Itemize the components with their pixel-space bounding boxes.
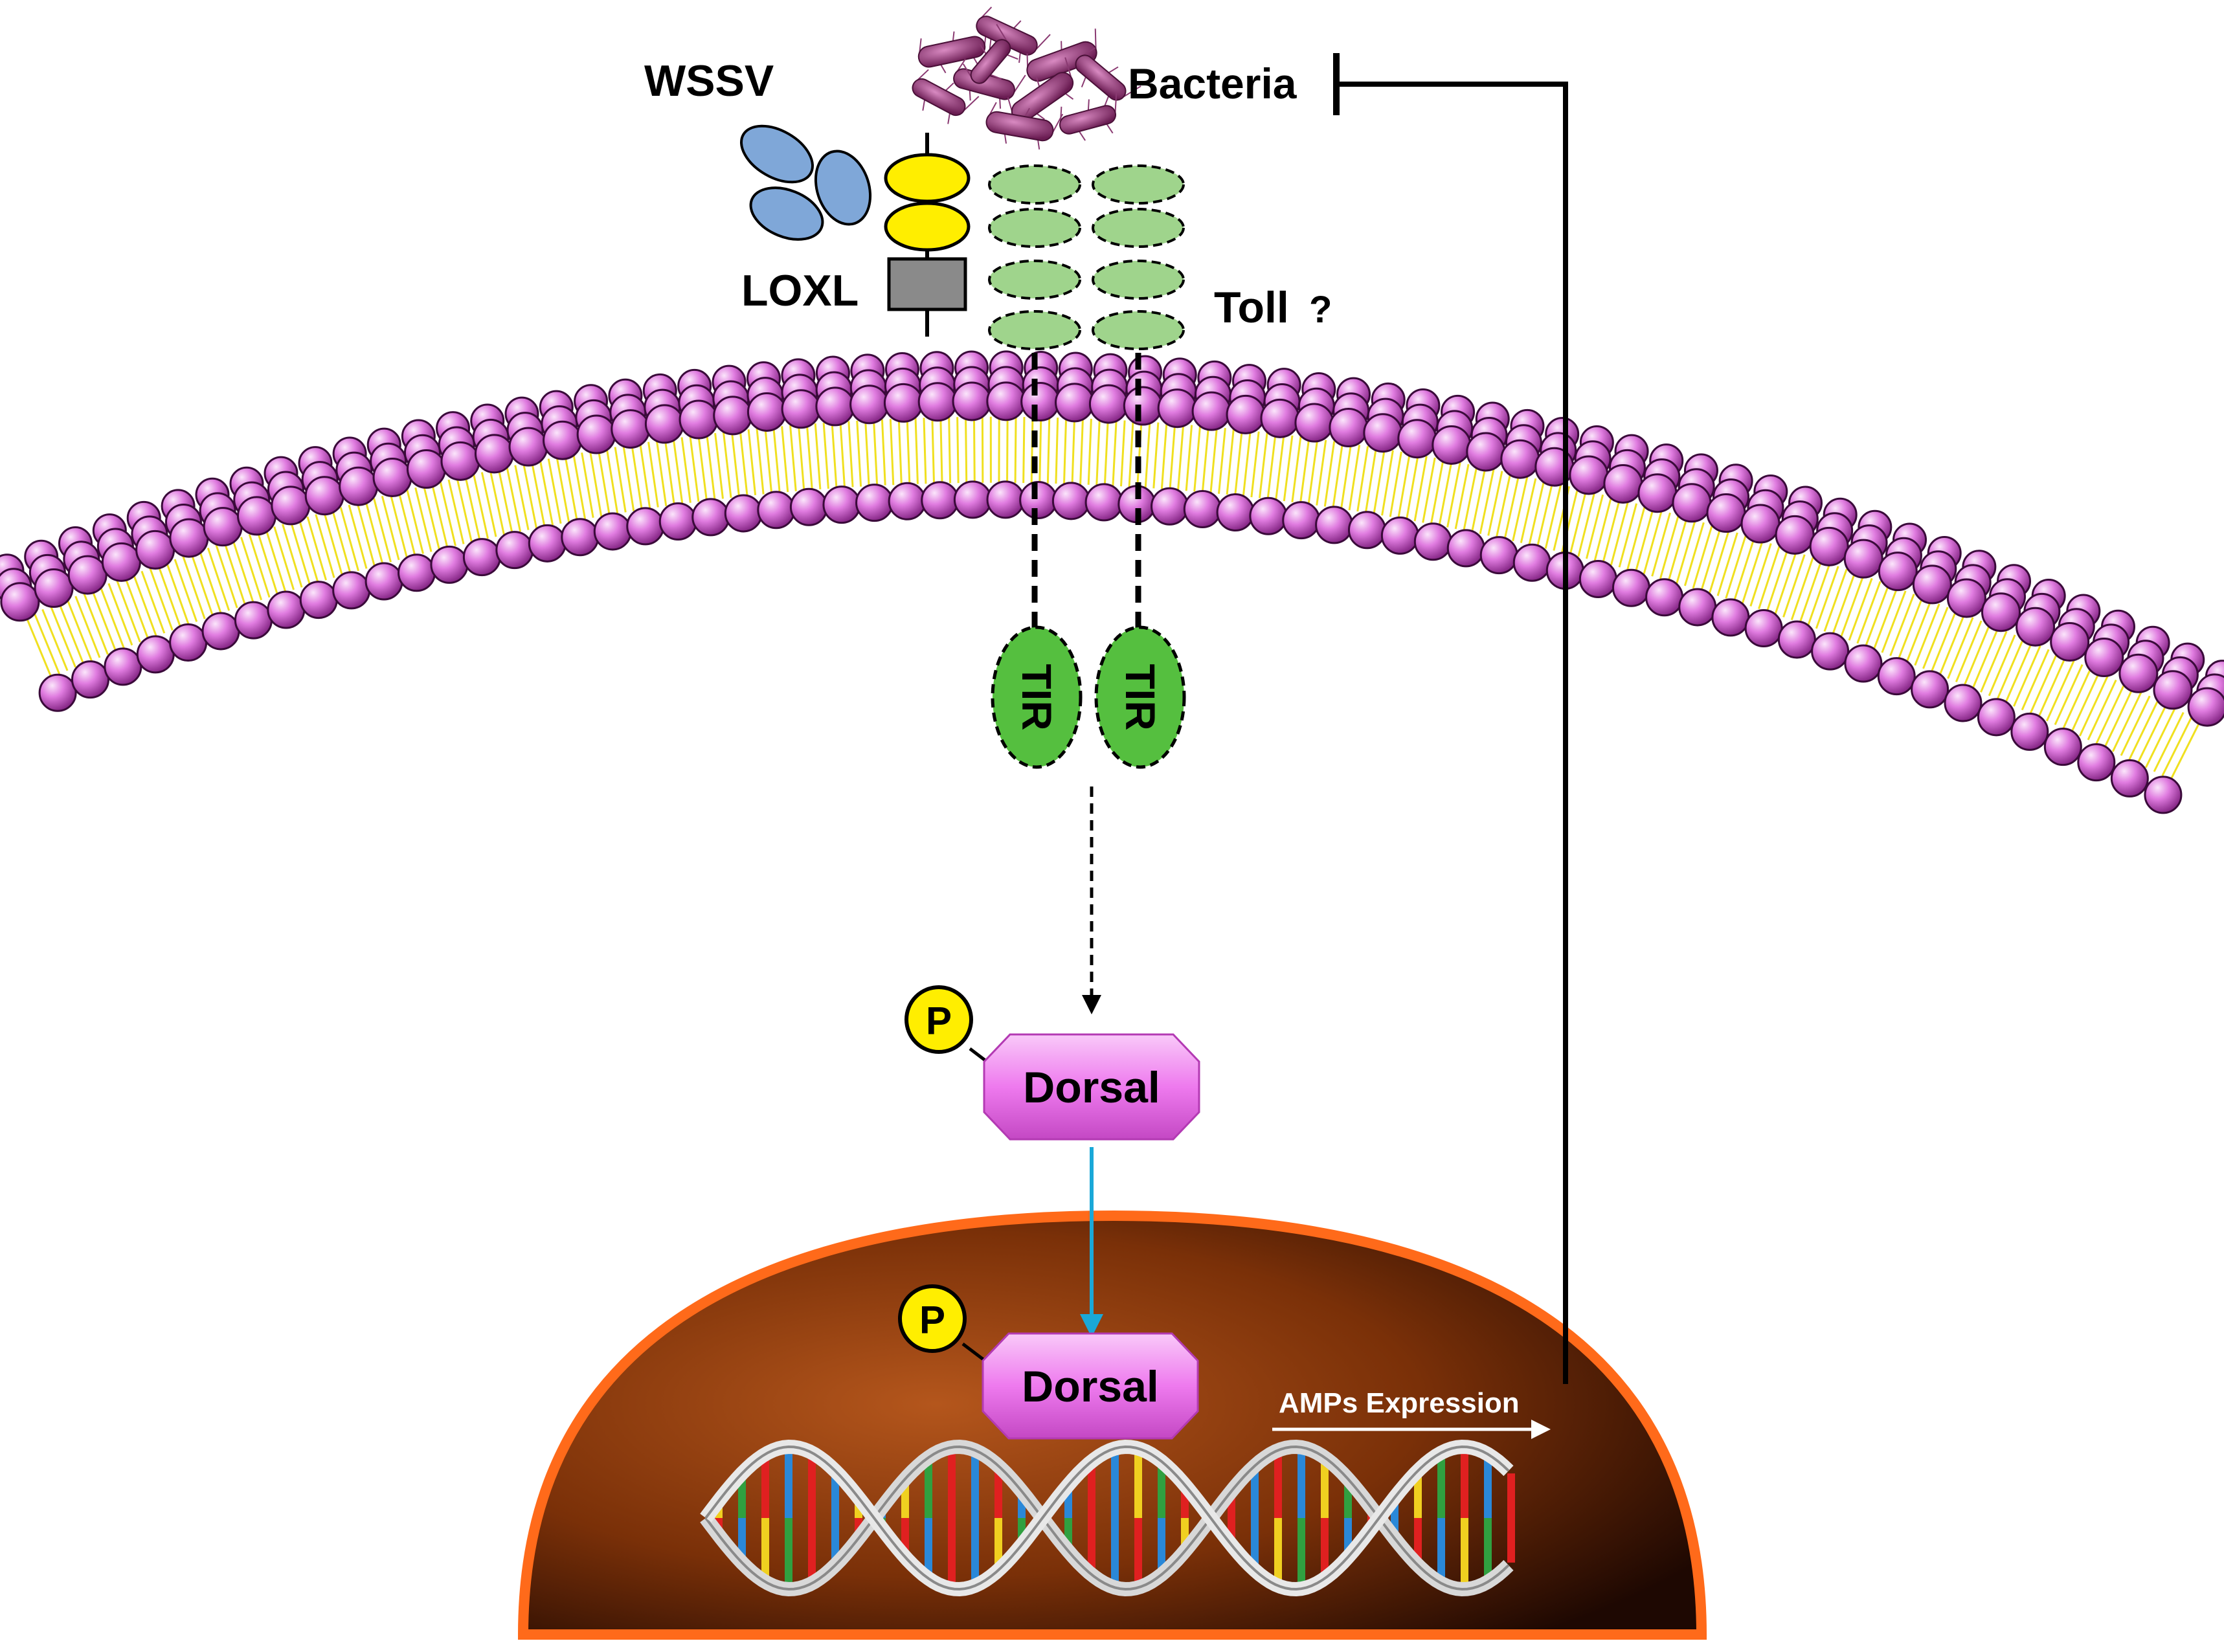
dorsal-nucleus-label: Dorsal [1022,1362,1159,1411]
toll-receptor-left [988,164,1081,647]
toll-receptor-right [1092,164,1185,647]
dorsal-cytoplasm: Dorsal P [904,985,1200,1141]
membrane-lipid-tails [25,416,2201,781]
tir-domain-right: TIR [1094,625,1186,769]
cell-membrane-lipid-bilayer [0,350,2224,814]
dorsal-nucleus: Dorsal P [898,1284,1199,1440]
dorsal-cytoplasm-octagon [983,1033,1200,1141]
phospho-cytoplasm-badge [904,985,973,1054]
wssv-virions [740,124,872,241]
phospho-nucleus-label: P [919,1299,945,1342]
loxl-srcr-domain-2 [884,201,971,252]
loxl-srcr-domain-1 [884,153,971,203]
amps-expression-label: AMPs Expression [1279,1387,1520,1419]
dorsal-nucleus-octagon [982,1332,1199,1440]
toll-question-mark: ? [1309,289,1332,331]
phospho-cytoplasm-label: P [926,999,952,1043]
membrane-phospholipid-heads [0,350,2224,814]
tir-left-label: TIR [1013,664,1060,730]
bacteria-cluster [912,6,1141,150]
wssv-label: WSSV [644,56,774,106]
phospho-nucleus-badge [898,1284,967,1353]
amps-inhibition-feedback [1333,53,1568,1384]
bacteria-label: Bacteria [1128,60,1297,107]
dorsal-cytoplasm-label: Dorsal [1023,1063,1160,1112]
toll-label: Toll [1214,283,1289,332]
dna-double-helix [700,1439,1515,1597]
loxl-label: LOXL [741,266,859,315]
loxl-catalytic-box [887,257,967,311]
loxl-receptor [884,133,971,337]
tir-right-label: TIR [1117,664,1163,730]
tir-domain-left: TIR [991,625,1083,769]
